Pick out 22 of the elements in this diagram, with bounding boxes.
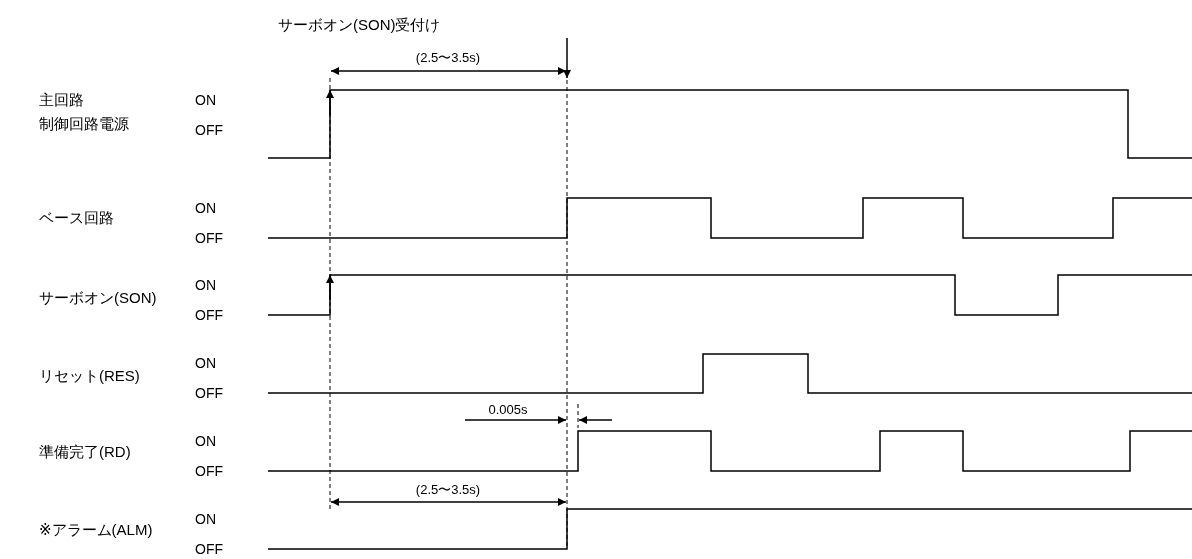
dimension-label: (2.5〜3.5s) [413,482,483,498]
signal-name: 主回路 [38,91,85,109]
level-label: OFF [194,306,224,324]
level-label: ON [194,199,217,217]
level-label: ON [194,432,217,450]
signal-name: サーボオン(SON) [38,289,158,307]
level-label: ON [194,91,217,109]
signal-name: リセット(RES) [38,367,141,385]
level-label: ON [194,354,217,372]
level-label: OFF [194,121,224,139]
level-label: OFF [194,540,224,558]
signal-name: ベース回路 [38,209,115,227]
level-label: OFF [194,462,224,480]
level-label: OFF [194,384,224,402]
signal-name: ※アラーム(ALM) [38,521,154,539]
signal-name: 準備完了(RD) [38,443,132,461]
signal-name: 制御回路電源 [38,115,130,133]
dimension-label: (2.5〜3.5s) [413,50,483,66]
annotation-text: サーボオン(SON)受付け [277,16,442,34]
level-label: ON [194,510,217,528]
level-label: ON [194,276,217,294]
level-label: OFF [194,229,224,247]
